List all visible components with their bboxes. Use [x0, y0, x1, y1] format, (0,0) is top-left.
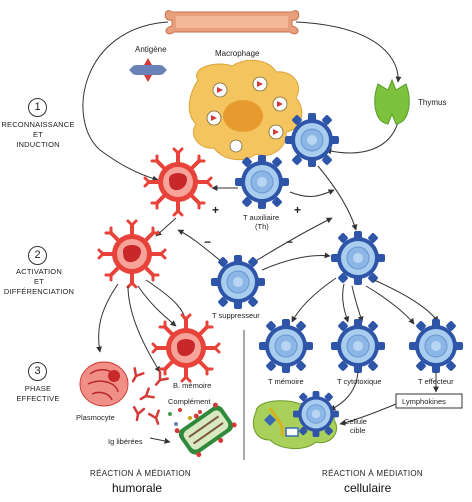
stage-2-label-line: ET	[34, 277, 44, 286]
stage-1-label: RECONNAISSANCE ET INDUCTION	[0, 120, 76, 150]
t-to-t-arrow-down	[317, 165, 358, 231]
stage-1-label-line: RECONNAISSANCE	[1, 120, 75, 129]
t-helper-cell	[234, 154, 290, 210]
thymus-icon	[374, 78, 410, 125]
t-cell-activated	[330, 230, 386, 286]
target-cell-label-2: cible	[350, 426, 365, 435]
minus-sign: −	[204, 235, 211, 249]
th-to-t-arrow	[289, 189, 335, 197]
stage-3-label-line: EFFECTIVE	[16, 394, 60, 403]
macrophage-label: Macrophage	[215, 49, 260, 58]
bacterium-icon	[174, 402, 237, 458]
loop-arrow-right	[295, 21, 402, 83]
t-helper-label-abbrev: (Th)	[255, 222, 269, 231]
t-suppressor-cell	[210, 254, 266, 310]
minus-sign: −	[286, 235, 293, 249]
lymphokines-to-target-arrow	[339, 403, 397, 426]
stage-1-label-line: INDUCTION	[16, 140, 60, 149]
b-cell-naive	[143, 147, 213, 217]
bone-marrow-icon	[164, 10, 300, 35]
stage-2-number: 2	[28, 246, 47, 265]
stage-2-label: ACTIVATION ET DIFFÉRENCIATION	[0, 267, 78, 297]
ig-arrow	[149, 437, 171, 444]
t-effector-cell	[408, 318, 464, 374]
t-memory-label: T mémoire	[268, 377, 304, 386]
antigen-label: Antigène	[135, 45, 167, 54]
antigen-icon	[129, 58, 167, 82]
thymus-label: Thymus	[418, 98, 446, 107]
loop-arrow-left	[82, 21, 169, 182]
humoral-reaction-label: RÉACTION À MÉDIATION	[90, 469, 191, 478]
t-suppressor-label: T suppresseur	[212, 311, 260, 320]
t-differentiation-arrows	[291, 277, 439, 325]
t-cytotoxic-cell	[330, 318, 386, 374]
stage-2-label-line: DIFFÉRENCIATION	[3, 287, 75, 296]
lymphokines-box	[395, 393, 463, 409]
lymphokines-label: Lymphokines	[402, 397, 446, 406]
cytotoxic-to-target-arrow	[329, 371, 359, 411]
complement-label: Complément	[168, 397, 211, 406]
t-cell-naive	[284, 112, 340, 168]
stage-3-label-line: PHASE	[24, 384, 52, 393]
target-cell-label: Cellule	[344, 417, 367, 426]
thymus-to-t-arrow	[325, 121, 399, 155]
stage-1-label-line: ET	[33, 130, 43, 139]
humoral-reaction-type: humorale	[112, 481, 162, 495]
cellular-reaction-type: cellulaire	[344, 481, 392, 495]
complement-dots	[168, 408, 202, 426]
suppressor-to-t2-arrow	[261, 252, 331, 271]
b-memory-label: B. mémoire	[173, 381, 211, 390]
b-differentiation-arrows	[96, 279, 189, 373]
b-memory-cell	[151, 313, 221, 383]
plasmocyte-label: Plasmocyte	[76, 413, 115, 422]
suppressor-to-b-arrow	[177, 229, 223, 263]
b-cell-activated	[97, 219, 167, 289]
stage-3-number: 3	[28, 362, 47, 381]
antibody-group	[127, 367, 169, 427]
suppressor-to-t-arrow	[253, 217, 333, 263]
stage-1-number: 1	[28, 98, 47, 117]
t-helper-label: T auxiliaire	[243, 213, 279, 222]
cellular-reaction-label: RÉACTION À MÉDIATION	[322, 469, 423, 478]
stage-2-label-line: ACTIVATION	[16, 267, 62, 276]
t-cytotoxic-attacking	[292, 390, 340, 438]
macrophage-icon	[188, 59, 303, 161]
t-memory-cell	[258, 318, 314, 374]
plasmocyte-cell	[79, 361, 129, 407]
plus-sign: +	[212, 203, 219, 217]
ig-released-label: Ig libérées	[108, 437, 143, 446]
stage-3-label: PHASE EFFECTIVE	[0, 384, 76, 404]
t-cytotoxic-label: T cytotoxique	[337, 377, 381, 386]
plus-sign: +	[294, 203, 301, 217]
